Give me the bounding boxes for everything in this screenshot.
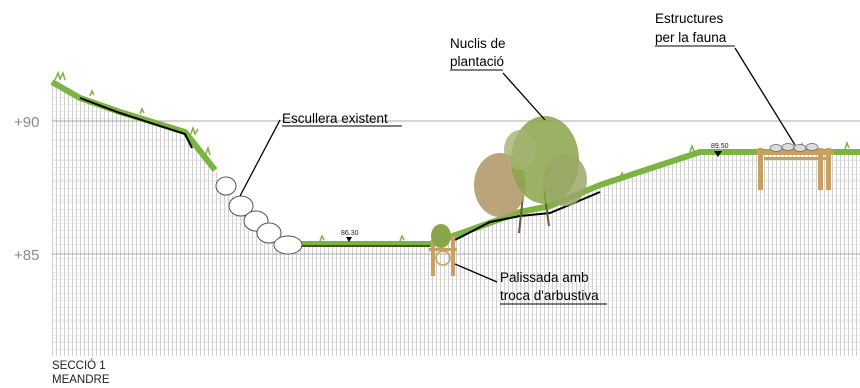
label-palissada-line1: Palissada amb (500, 270, 589, 285)
label-escullera-existent: Escullera existent (282, 111, 388, 126)
elevation-value-channel: 86.30 (341, 230, 359, 237)
leader-line-escullera (239, 119, 281, 197)
label-estructures-line1: Estructures (655, 11, 724, 26)
fauna-structures (756, 143, 834, 190)
elevation-marker-terrace: 89.50 (711, 143, 729, 157)
planting-tree (474, 116, 587, 234)
label-nuclis-line1: Nuclis de (450, 36, 506, 51)
riprap-boulders (215, 176, 303, 255)
level-label-upper: +90 (14, 114, 39, 131)
grass-tufts (54, 70, 850, 242)
level-label-lower: +85 (14, 247, 39, 264)
soil-profile (52, 82, 860, 356)
section-title-line2: MEANDRE (52, 374, 110, 386)
section-title-line1: SECCIÓ 1 (52, 359, 106, 372)
label-nuclis-line2: plantació (450, 54, 504, 69)
label-estructures-line2: per la fauna (655, 30, 727, 45)
ground-line-left (79, 97, 193, 149)
leader-line-estructures (734, 47, 796, 146)
elevation-marker-channel: 86.30 (341, 230, 359, 242)
palisade-structure (429, 224, 457, 276)
leader-line-nuclis (502, 72, 546, 121)
label-palissada-line2: troca d'arbustiva (500, 288, 599, 303)
leader-line-palissada (454, 263, 498, 283)
elevation-value-terrace: 89.50 (711, 143, 729, 150)
